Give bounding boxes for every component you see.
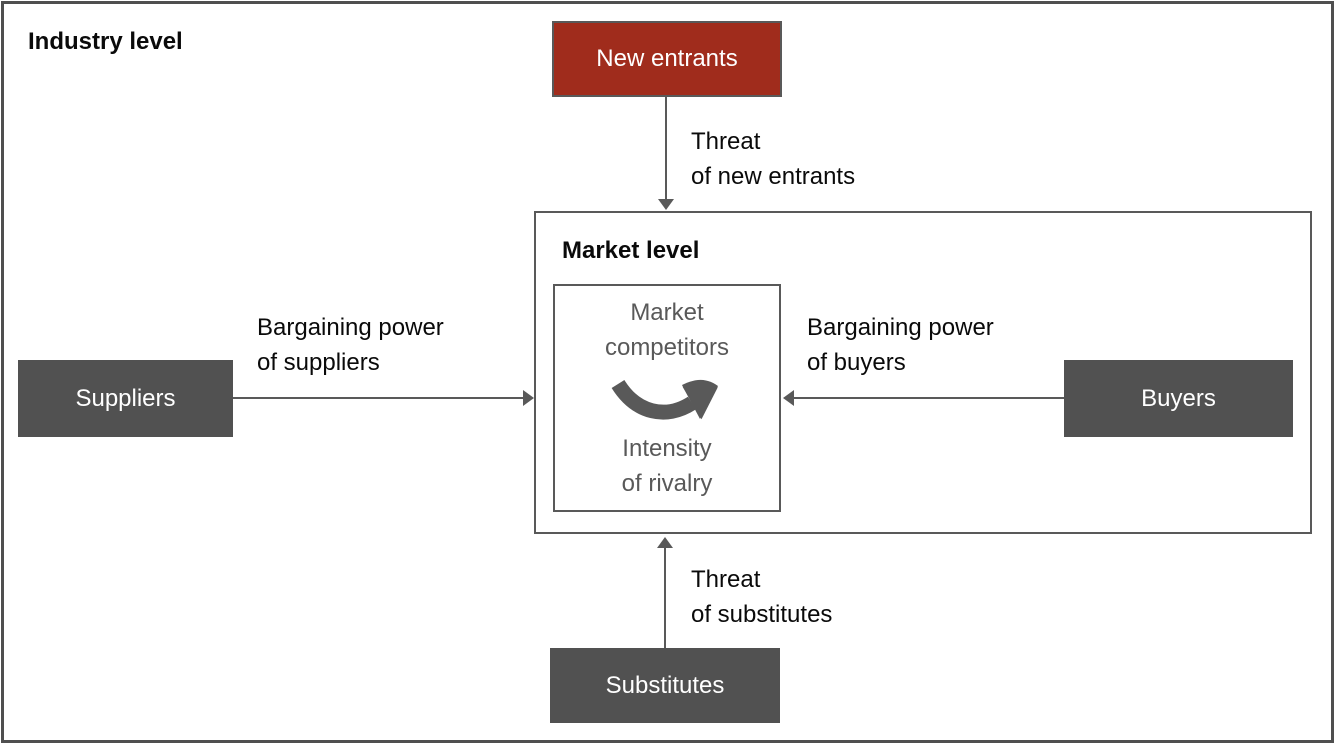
suppliers-node: Suppliers — [18, 360, 233, 437]
market-level-label: Market level — [562, 237, 700, 264]
buyers-arrowhead-icon — [783, 390, 794, 406]
substitutes-arrowhead-icon — [657, 537, 673, 548]
industry-level-label: Industry level — [28, 28, 183, 55]
suppliers-label: Suppliers — [75, 384, 176, 412]
threat-of-substitutes-label: Threat of substitutes — [691, 566, 833, 628]
buyers-node: Buyers — [1064, 360, 1293, 437]
bargaining-power-of-buyers-label: Bargaining power of buyers — [807, 314, 994, 376]
buyers-arrow-line — [794, 397, 1064, 399]
new-entrants-label: New entrants — [596, 45, 738, 72]
rivalry-curved-arrow-icon — [611, 379, 718, 420]
substitutes-arrow-line — [664, 547, 666, 648]
bargaining-power-of-suppliers-label: Bargaining power of suppliers — [257, 314, 444, 376]
new-entrants-arrow-line — [665, 97, 667, 199]
substitutes-node: Substitutes — [550, 648, 780, 723]
suppliers-arrow-line — [233, 397, 523, 399]
market-competitors-box: Market competitors Intensity of rivalry — [553, 284, 781, 512]
market-competitors-label: Market competitors — [604, 299, 730, 361]
threat-of-new-entrants-label: Threat of new entrants — [691, 128, 856, 190]
buyers-label: Buyers — [1141, 384, 1216, 412]
new-entrants-arrowhead-icon — [658, 199, 674, 210]
substitutes-label: Substitutes — [605, 671, 725, 699]
suppliers-arrowhead-icon — [523, 390, 534, 406]
intensity-of-rivalry-label: Intensity of rivalry — [621, 435, 713, 497]
new-entrants-node: New entrants — [552, 21, 782, 97]
